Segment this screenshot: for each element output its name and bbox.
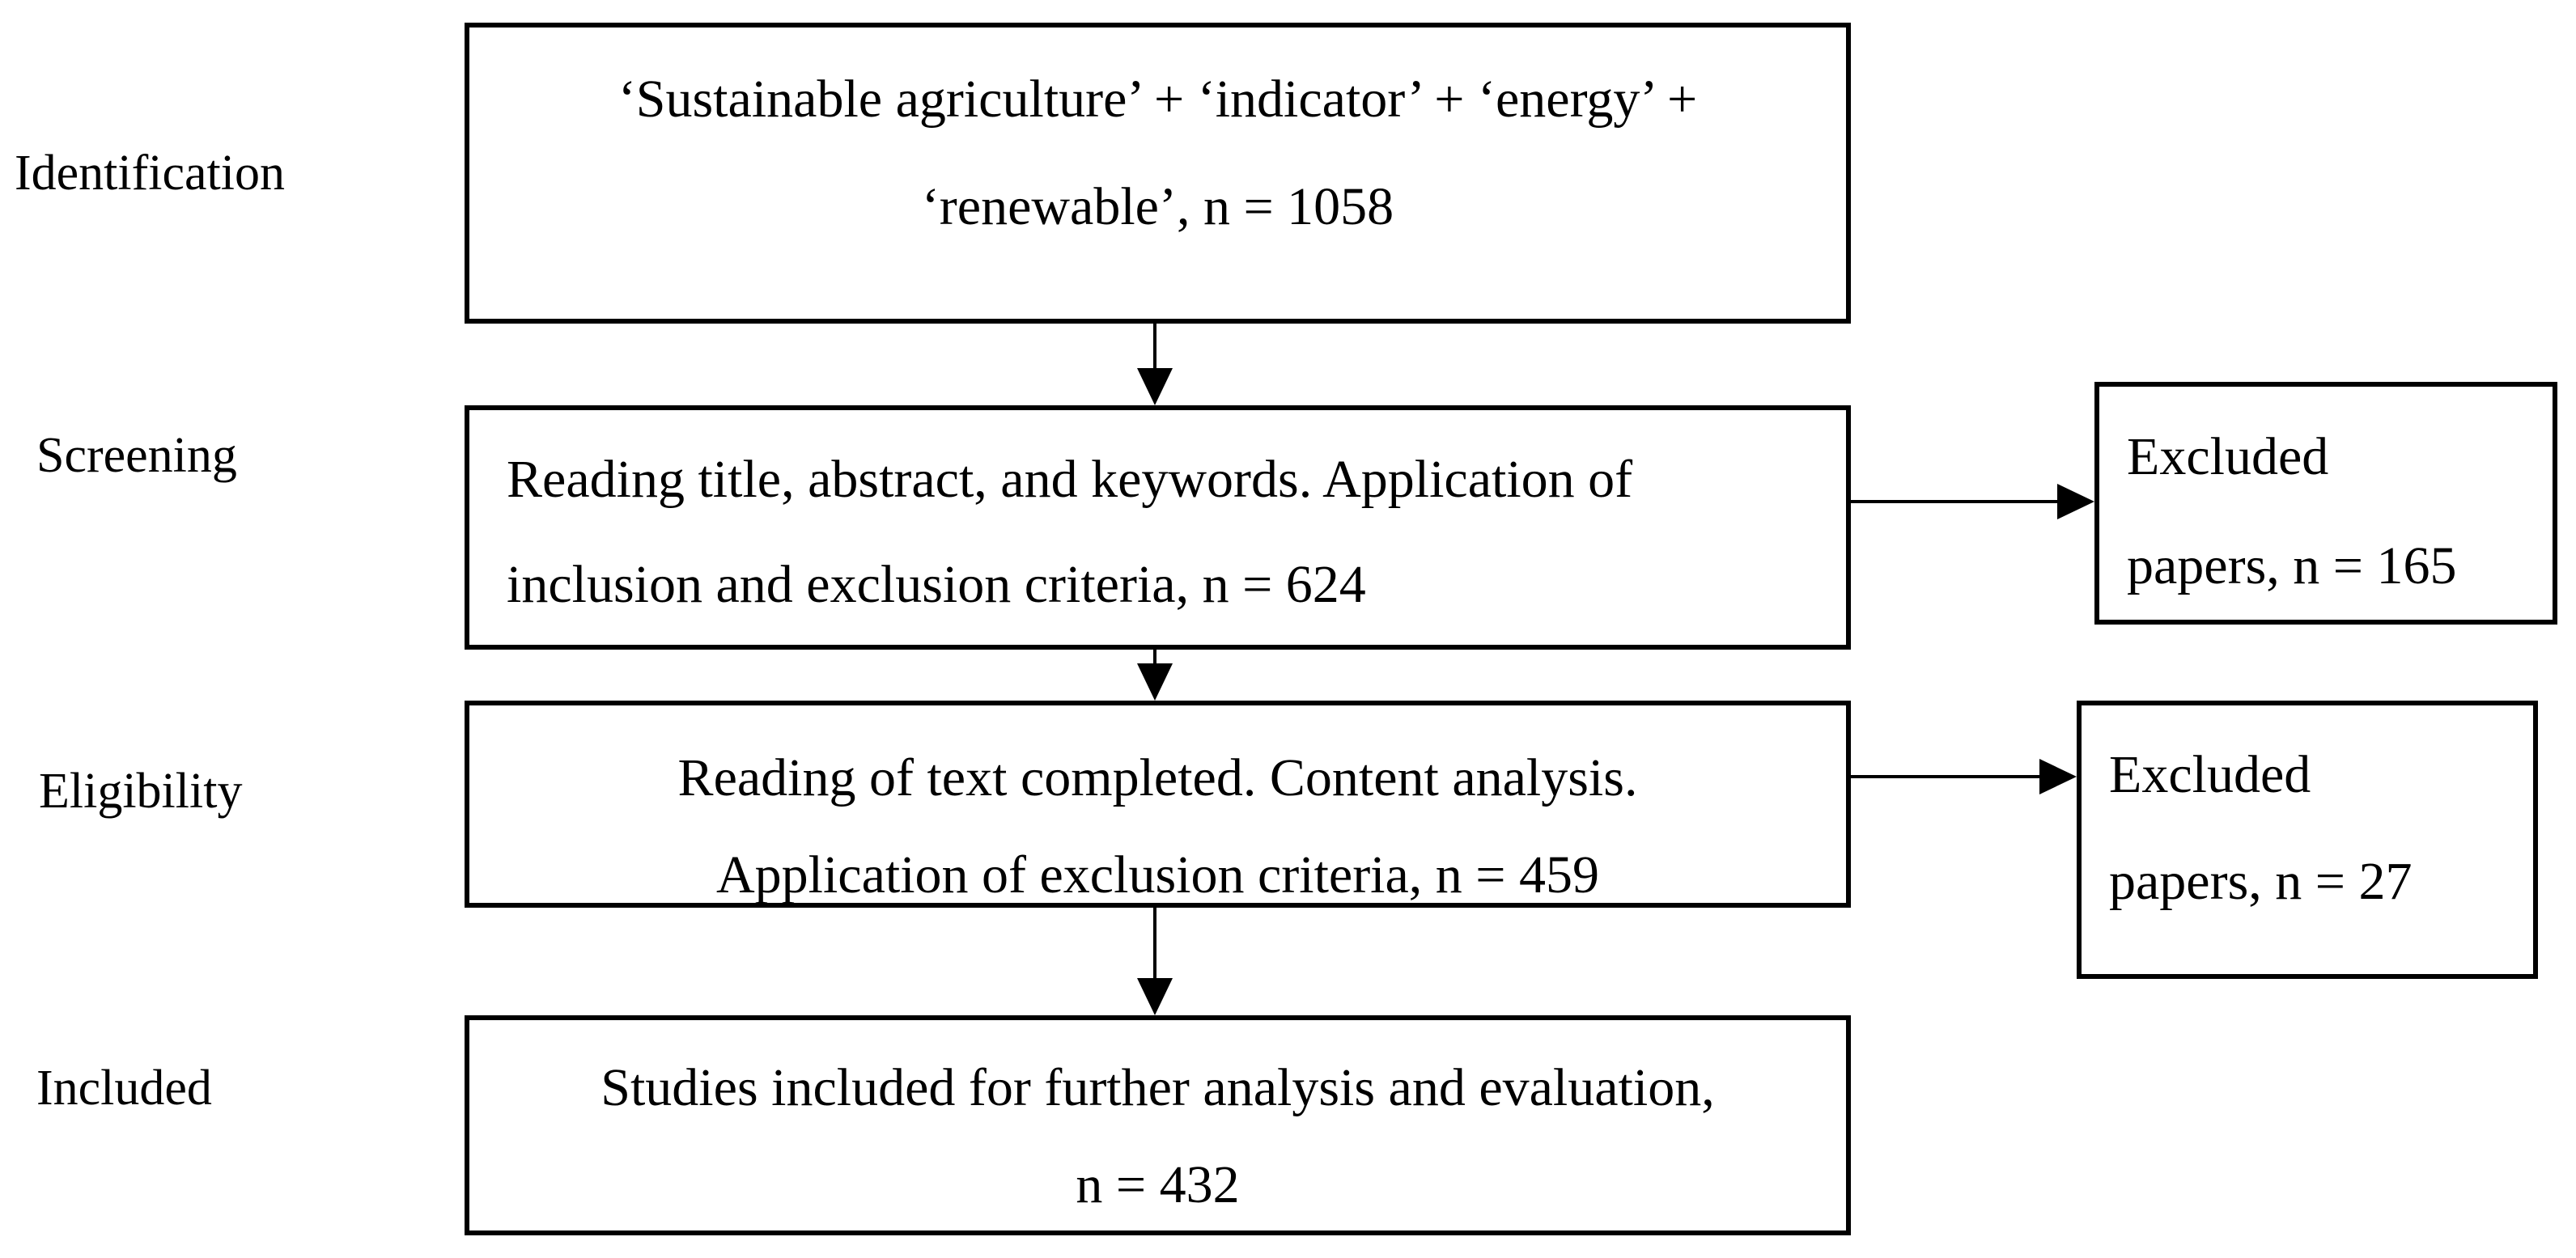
flow-box-screening-line2: inclusion and exclusion criteria, n = 62… — [507, 555, 1366, 614]
flow-box-excluded-screening: Excluded papers, n = 165 — [2094, 382, 2557, 625]
arrow-down-head-icon — [1137, 663, 1173, 701]
arrow-down-eligibility-to-included — [1137, 908, 1173, 1015]
arrow-down-head-icon — [1137, 978, 1173, 1015]
arrow-down-screening-to-eligibility — [1137, 650, 1173, 701]
flow-box-screening-line1: Reading title, abstract, and keywords. A… — [507, 450, 1633, 509]
flow-box-identification: ‘Sustainable agriculture’ + ‘indicator’ … — [465, 23, 1851, 324]
flow-box-excluded-eligibility: Excluded papers, n = 27 — [2077, 701, 2538, 979]
flow-box-included-line1: Studies included for further analysis an… — [601, 1058, 1715, 1117]
stage-label-screening: Screening — [36, 428, 237, 483]
arrow-shaft — [1851, 500, 2057, 503]
flow-box-eligibility-line1: Reading of text completed. Content analy… — [677, 748, 1638, 807]
arrow-right-screening-to-excluded — [1851, 484, 2094, 519]
flow-box-screening: Reading title, abstract, and keywords. A… — [465, 405, 1851, 650]
flow-box-identification-line1: ‘Sustainable agriculture’ + ‘indicator’ … — [617, 70, 1698, 129]
stage-label-included: Included — [36, 1061, 212, 1116]
flow-box-excluded-eligibility-line2: papers, n = 27 — [2109, 852, 2413, 911]
arrow-shaft — [1851, 775, 2039, 778]
flow-box-identification-line2: ‘renewable’, n = 1058 — [921, 177, 1394, 236]
flow-box-eligibility: Reading of text completed. Content analy… — [465, 701, 1851, 908]
flow-box-excluded-screening-line2: papers, n = 165 — [2127, 536, 2457, 595]
flow-box-included: Studies included for further analysis an… — [465, 1015, 1851, 1235]
stage-label-identification: Identification — [15, 146, 285, 201]
flow-box-included-line2: n = 432 — [1076, 1155, 1240, 1214]
arrow-down-head-icon — [1137, 368, 1173, 405]
flow-box-eligibility-line2: Application of exclusion criteria, n = 4… — [715, 845, 1600, 904]
arrow-down-identification-to-screening — [1137, 324, 1173, 405]
flow-box-excluded-screening-line1: Excluded — [2127, 427, 2329, 486]
arrow-shaft — [1153, 908, 1156, 978]
arrow-shaft — [1153, 324, 1156, 368]
arrow-right-eligibility-to-excluded — [1851, 759, 2077, 794]
arrow-right-head-icon — [2039, 759, 2077, 794]
arrow-shaft — [1153, 650, 1156, 663]
arrow-right-head-icon — [2057, 484, 2094, 519]
flow-box-excluded-eligibility-line1: Excluded — [2109, 745, 2311, 804]
stage-label-eligibility: Eligibility — [39, 764, 243, 819]
